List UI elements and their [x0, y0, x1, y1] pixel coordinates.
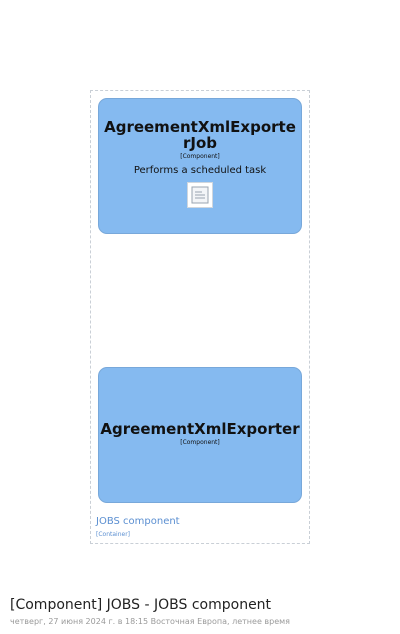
document-icon [187, 182, 213, 208]
component-name: AgreementXmlExporter [100, 420, 300, 438]
component-type: [Component] [180, 439, 220, 446]
component-type: [Component] [180, 153, 220, 160]
boundary-type: [Container] [96, 531, 131, 538]
diagram-title: [Component] JOBS - JOBS component [10, 597, 272, 613]
diagram-timestamp: четверг, 27 июня 2024 г. в 18:15 Восточн… [10, 617, 290, 626]
component-agreement-xml-exporter-job[interactable]: AgreementXmlExporterJob [Component] Perf… [98, 98, 302, 234]
container-boundary [90, 90, 310, 544]
component-name: AgreementXmlExporterJob [104, 118, 296, 152]
boundary-label: JOBS component [96, 516, 180, 527]
component-description: Performs a scheduled task [133, 165, 267, 176]
component-agreement-xml-exporter[interactable]: AgreementXmlExporter [Component] [98, 367, 302, 503]
